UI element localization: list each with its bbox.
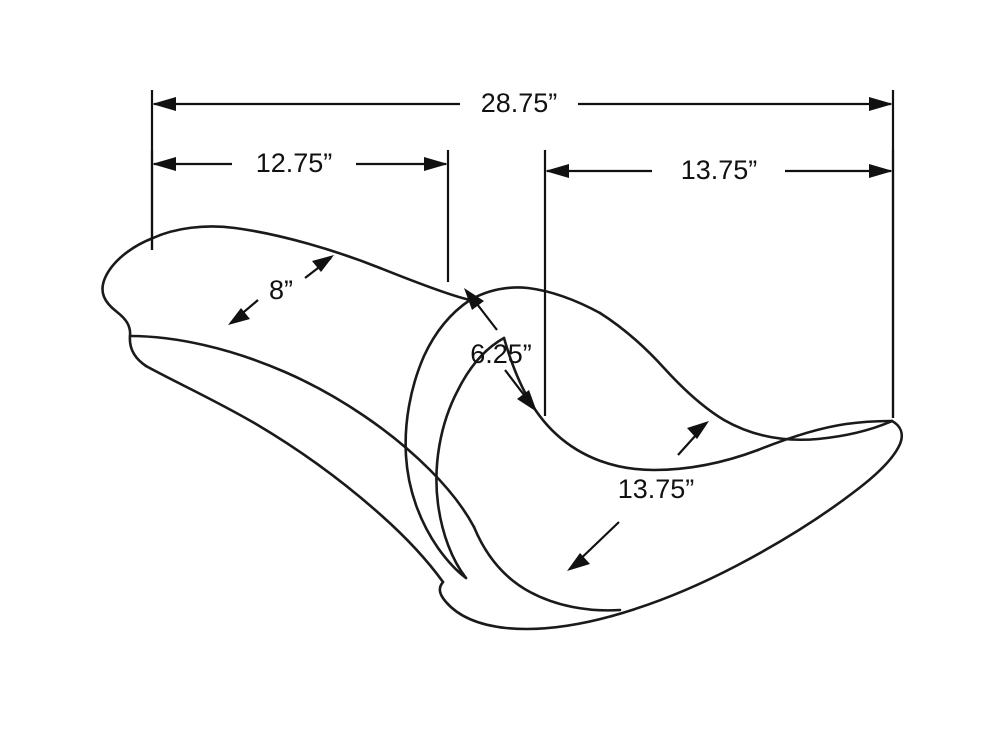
dimension-front-width: 8” xyxy=(228,255,334,325)
rider-backrest-outline xyxy=(404,298,472,580)
rear-arrow-left xyxy=(545,164,569,178)
front-width-arrow-upper xyxy=(312,255,334,272)
mid-width-arrow-upper xyxy=(464,288,484,310)
passenger-pad-seam xyxy=(756,419,894,452)
rear-section-label: 13.75” xyxy=(681,155,758,185)
front-section-label: 12.75” xyxy=(256,148,333,178)
dimension-rear-section: 13.75” xyxy=(543,150,895,418)
front-pad-seam xyxy=(128,334,476,529)
rear-width-label: 13.75” xyxy=(618,474,695,504)
dimension-rear-width: 13.75” xyxy=(567,421,709,571)
passenger-pad-top-outline xyxy=(598,311,894,442)
passenger-rear-edge-outline xyxy=(610,419,904,618)
dimension-front-section: 12.75” xyxy=(150,148,450,282)
front-nose-outline xyxy=(101,236,155,368)
seat-valley-crease xyxy=(502,336,760,472)
hump-front-band-outline xyxy=(468,286,602,315)
passenger-skirt-line xyxy=(472,525,622,612)
mid-width-label: 6.25” xyxy=(470,339,532,369)
overall-arrow-left xyxy=(152,97,176,111)
overall-length-label: 28.75” xyxy=(481,88,558,118)
rear-width-arrow-upper xyxy=(687,421,709,439)
dimension-mid-width: 6.25” xyxy=(464,288,537,412)
front-width-label: 8” xyxy=(269,275,293,305)
front-arrow-right xyxy=(424,157,448,171)
passenger-pad-lower-outline xyxy=(438,580,614,631)
seat-outline-group xyxy=(101,225,904,631)
front-pad-lower-outline xyxy=(144,364,445,584)
front-width-arrow-lower xyxy=(228,308,250,325)
front-pad-top-outline xyxy=(151,225,472,302)
rear-width-arrow-lower xyxy=(567,553,590,571)
hump-band-inner-outline xyxy=(435,336,506,580)
dimension-overall-length: 28.75” xyxy=(150,88,895,418)
front-arrow-left xyxy=(152,157,176,171)
overall-arrow-right xyxy=(869,97,893,111)
mid-width-arrow-lower xyxy=(517,390,537,412)
rear-arrow-right xyxy=(869,164,893,178)
